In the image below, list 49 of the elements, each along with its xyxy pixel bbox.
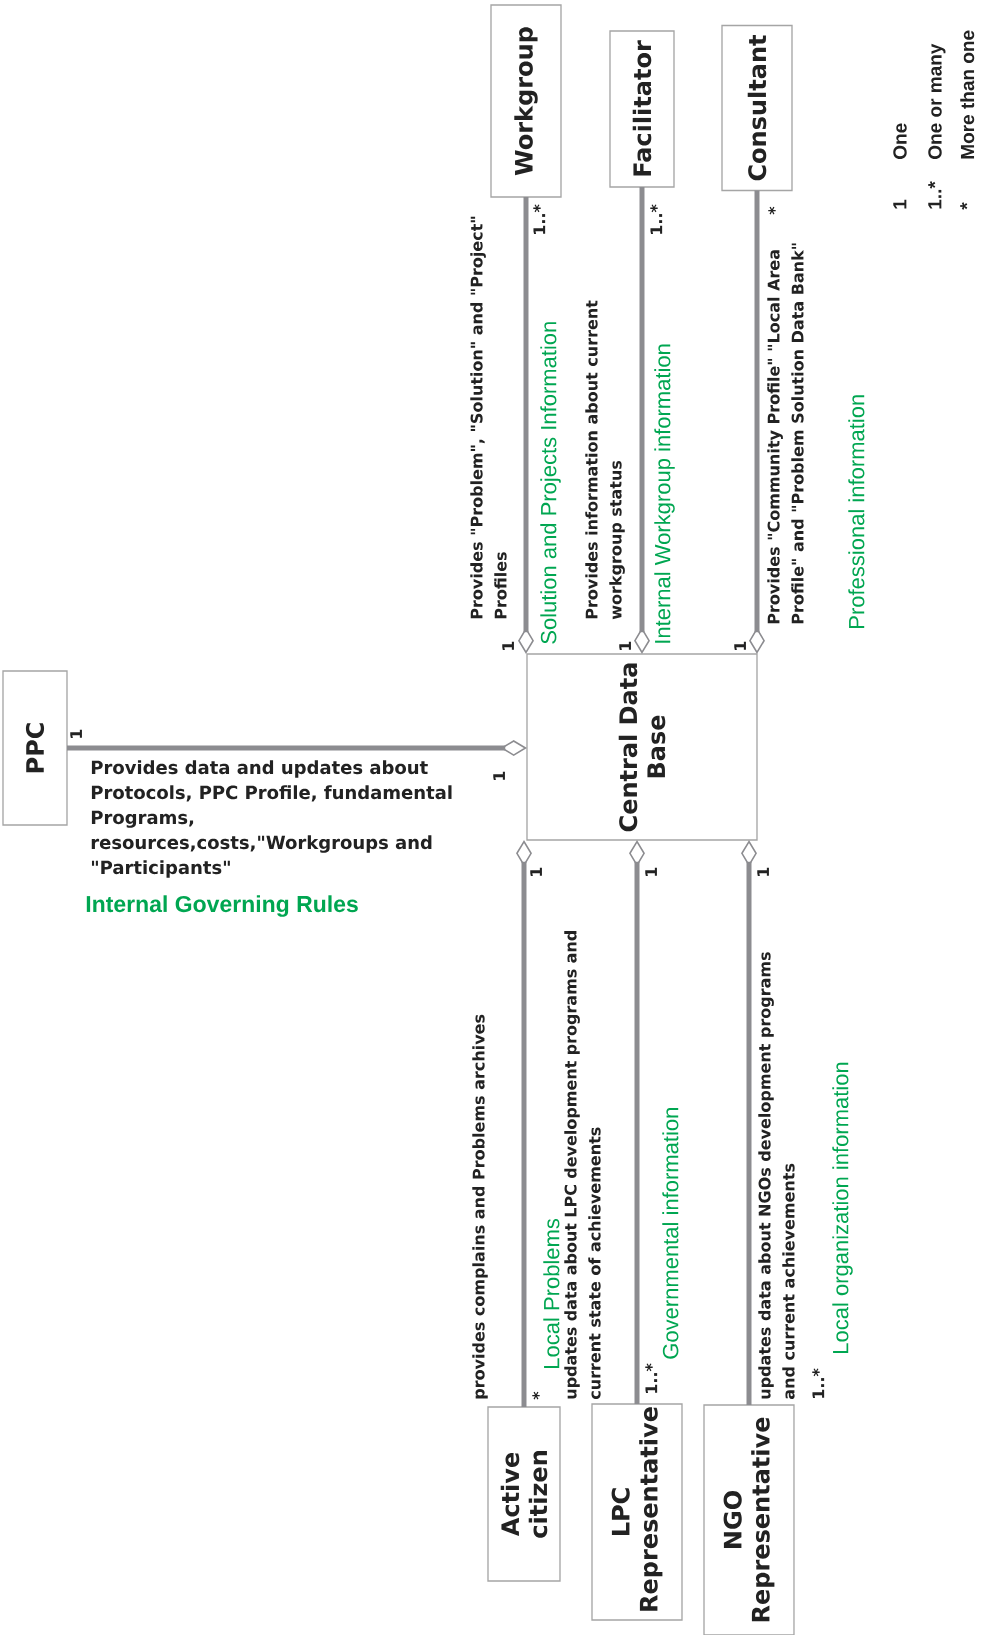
class-box: PPC [2, 670, 68, 826]
connector [629, 840, 645, 1404]
edge-label: Provides data and updates about Protocols, PPC Profile, fundamental Programs, resources,costs,"Workgroups and "Participants" [91, 760, 452, 878]
legend-text: 1..* [928, 181, 942, 209]
annotation-text: Solution and Projects Information [540, 322, 561, 644]
multiplicity-label: 1..* [812, 1368, 825, 1398]
multiplicity-label: * [532, 1391, 540, 1400]
edge-label: updates data about NGOs development programs and current achievements [758, 952, 795, 1400]
annotation-text: Governmental information [662, 1108, 679, 1359]
class-box: Workgroup [490, 4, 562, 198]
legend-text: * [960, 202, 968, 210]
multiplicity-label: 1 [757, 867, 769, 876]
legend-text: 1 [893, 199, 907, 209]
multiplicity-label: 1 [734, 641, 746, 650]
multiplicity-label: 1..* [645, 1363, 658, 1393]
connector [634, 187, 650, 654]
connector [518, 197, 534, 654]
multiplicity-label: 1..* [533, 204, 546, 234]
multiplicity-label: * [768, 206, 776, 215]
connector [516, 840, 532, 1407]
class-box: Facilitator [609, 30, 675, 188]
connector [67, 740, 527, 756]
annotation-text: Internal Governing Rules [86, 895, 358, 917]
legend-text: More than one [960, 30, 975, 159]
annotation-text: Local Problems [543, 1218, 560, 1368]
edge-label: Provides "Problem", "Solution" and "Project" Profiles [470, 216, 507, 619]
annotation-text: Local organization information [832, 1062, 853, 1353]
class-box: NGO Representative [703, 1404, 795, 1635]
multiplicity-label: 1 [530, 867, 542, 876]
multiplicity-label: 1..* [650, 204, 663, 234]
multiplicity-label: 1 [493, 771, 505, 780]
database-box: Central Data Base [526, 653, 758, 841]
connector [741, 840, 757, 1405]
annotation-text: Internal Workgroup information [654, 344, 675, 643]
multiplicity-label: 1 [645, 867, 657, 876]
edge-label: Provides information about current workgroup status [585, 300, 625, 620]
edge-label: Provides "Community Profile" "Local Area Profile" and "Problem Solution Data Bank" [767, 243, 804, 624]
edge-label: updates data about LPC development programs and current state of achievements [564, 931, 601, 1400]
connector [749, 190, 765, 654]
multiplicity-label: 1 [502, 641, 514, 650]
legend-text: One or many [928, 43, 946, 159]
annotation-text: Professional information [848, 395, 865, 628]
edge-label: provides complains and Problems archives [472, 1014, 488, 1399]
multiplicity-label: 1 [619, 641, 631, 650]
class-box: Active citizen [487, 1406, 561, 1582]
multiplicity-label: 1 [70, 729, 82, 738]
class-box: Consultant [721, 24, 793, 192]
class-box: LPC Representative [591, 1403, 683, 1621]
legend-text: One [893, 123, 907, 159]
